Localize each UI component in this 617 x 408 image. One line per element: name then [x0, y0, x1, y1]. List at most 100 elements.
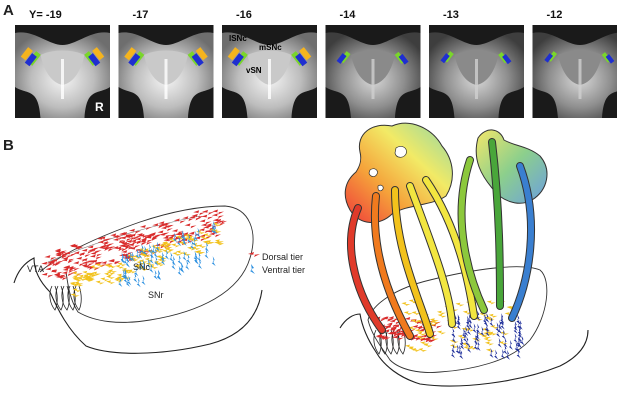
ventral-tier-cell [155, 241, 160, 252]
slice-coordinate-label: Y= -19 [29, 9, 62, 21]
snc-cell [403, 311, 413, 316]
vsn-label: vSN [246, 66, 262, 75]
dorsal-tier-cell [112, 238, 125, 244]
ventral-tier-cell [455, 344, 460, 355]
snc-cell [162, 241, 172, 246]
brainstem-outline [367, 266, 548, 373]
snc-cell [484, 316, 494, 321]
snc-cell [203, 233, 213, 238]
projection-arrow [457, 156, 488, 314]
legend: Dorsal tier Ventral tier [248, 252, 305, 275]
ventral-tier-cell [149, 263, 154, 274]
lsnc-region [92, 47, 105, 61]
snc-cell [214, 239, 224, 244]
projection-arrow [391, 186, 434, 338]
dorsal-tier-cell [108, 258, 120, 264]
arrow-body [407, 183, 455, 327]
ventral-tier-cell [476, 323, 481, 334]
dorsal-tier-cell [73, 261, 86, 267]
dorsal-tier-cell [101, 246, 114, 252]
dorsal-tier-cell [98, 245, 111, 251]
ventral-tier-cell [489, 316, 494, 327]
dorsal-tier-cell [212, 209, 225, 215]
arrow-body [509, 163, 535, 321]
ventral-tier-cell [518, 319, 523, 330]
ventral-swatch [250, 264, 255, 274]
dorsal-tier-cell [213, 220, 226, 226]
dorsal-tier-cell [375, 334, 388, 340]
dorsal-tier-cell [145, 235, 158, 241]
dorsal-tier-cell [61, 271, 74, 277]
ventral-tier-cell [466, 315, 471, 326]
ventral-tier-cell [466, 318, 471, 329]
ventral-tier-cell [160, 251, 165, 262]
dorsal-tier-cell [56, 275, 69, 281]
dorsal-tier-cell [55, 253, 68, 259]
dorsal-tier-cell [136, 232, 149, 238]
slice-coordinate-label: -13 [443, 9, 459, 21]
ventral-tier-cell [141, 275, 146, 286]
panel-a-letter: A [3, 2, 14, 19]
snc-cell [462, 310, 472, 315]
dorsal-tier-cell [393, 324, 406, 330]
ventral-tier-cell [135, 248, 140, 259]
cell-markers-left [41, 209, 228, 298]
ventral-tier-cell [180, 263, 185, 274]
slice-coordinate-label: -16 [236, 9, 252, 21]
lsnc-region [195, 47, 208, 61]
snc-cell [408, 299, 418, 304]
ventral-tier-cell [156, 270, 161, 281]
snc-cell [465, 327, 475, 332]
snc-cell [468, 345, 478, 350]
vsn-region [24, 53, 37, 67]
ventral-tier-cell [517, 338, 522, 349]
ventral-tier-cell [517, 319, 522, 330]
ventral-tier-cell [500, 319, 505, 330]
sn-cluster-left [544, 51, 558, 63]
ventral-tier-cell [484, 322, 489, 333]
legend-ventral: Ventral tier [250, 264, 305, 275]
snc-cell [197, 244, 207, 249]
snc-cell [401, 302, 411, 307]
ventral-tier-cell [516, 314, 521, 325]
projection-arrow [370, 192, 414, 340]
snc-cell [172, 252, 182, 257]
dorsal-tier-cell [41, 272, 54, 278]
vsn-region [128, 53, 141, 67]
snc-cell [482, 335, 492, 340]
mri-slice: -17 [118, 9, 214, 118]
dorsal-tier-cell [64, 251, 77, 257]
dorsal-tier-cell [382, 316, 395, 322]
dorsal-tier-cell [201, 214, 214, 220]
sn-cluster-left [227, 47, 248, 67]
ventral-tier-cell [513, 320, 518, 331]
dorsal-tier-cell [89, 248, 102, 254]
dorsal-tier-cell [140, 237, 153, 243]
ventral-tier-cell [198, 259, 203, 270]
ventral-tier-cell [483, 316, 488, 327]
snc-cell [165, 247, 175, 252]
slice-coordinate-label: -14 [340, 9, 357, 21]
ventral-tier-cell [489, 348, 494, 359]
ventral-tier-cell [133, 272, 138, 283]
dorsal-tier-cell [129, 233, 142, 239]
ventral-tier-cell [503, 344, 508, 355]
vsn-region [544, 53, 554, 63]
dorsal-tier-cell [62, 256, 75, 262]
dorsal-tier-cell [414, 336, 427, 342]
dorsal-tier-cell [386, 322, 399, 328]
vsn-region [336, 53, 347, 64]
ventral-tier-cell [485, 326, 490, 337]
snc-cell [89, 272, 99, 277]
dorsal-tier-cell [55, 251, 68, 257]
ventral-tier-cell [154, 255, 159, 266]
dorsal-tier-cell [383, 329, 396, 335]
legend-ventral-label: Ventral tier [262, 265, 305, 275]
ventral-tier-cell [474, 340, 479, 351]
dorsal-tier-cell [404, 316, 417, 322]
snc-cell [215, 241, 225, 246]
snc-cell [436, 310, 446, 315]
ventral-tier-cell [500, 315, 505, 326]
dorsal-tier-cell [206, 229, 219, 235]
snc-cell [408, 326, 418, 331]
